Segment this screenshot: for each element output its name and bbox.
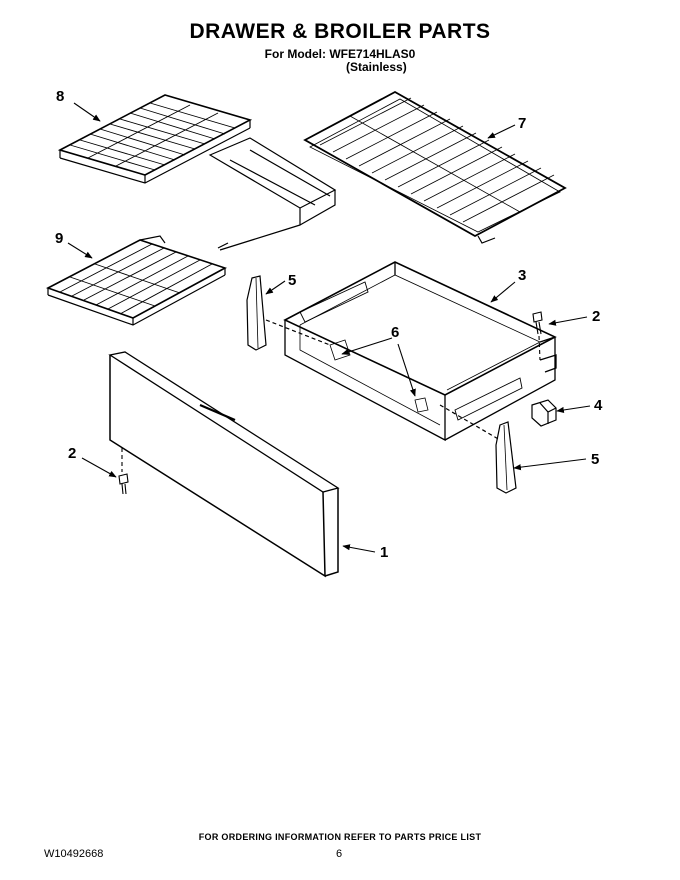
finish-line: (Stainless) [346, 60, 407, 74]
callout-2-left: 2 [68, 445, 76, 462]
callout-numbers: 8 7 9 5 3 2 6 4 2 5 1 [55, 88, 603, 561]
callout-5-left: 5 [288, 272, 296, 289]
callout-2-right: 2 [592, 308, 600, 325]
part-2-screw-panel [118, 448, 129, 495]
part-5-glide-left [246, 275, 331, 351]
callout-9: 9 [55, 230, 63, 247]
page-title: DRAWER & BROILER PARTS [189, 20, 491, 43]
part-1-drawer-front-panel [108, 351, 340, 578]
page-number: 6 [336, 848, 343, 860]
model-line: For Model: WFE714HLAS0 [264, 47, 416, 61]
callout-8: 8 [56, 88, 64, 105]
callout-4: 4 [594, 397, 603, 414]
ordering-note: FOR ORDERING INFORMATION REFER TO PARTS … [198, 832, 482, 842]
part-5-glide-right [439, 404, 517, 494]
callout-5-right: 5 [591, 451, 599, 468]
callout-1: 1 [380, 544, 388, 561]
part-9-broiler-pan-rack [45, 235, 228, 326]
part-3-drawer-body [283, 261, 557, 442]
part-8-broiler-rack [57, 94, 337, 251]
part-4-clip [531, 399, 557, 427]
callout-7: 7 [518, 115, 526, 132]
part-2-screw-drawer [532, 311, 543, 361]
document-number: W10492668 [44, 848, 104, 860]
callout-3: 3 [518, 267, 526, 284]
callout-6: 6 [391, 324, 399, 341]
part-7-oven-rack [303, 90, 567, 244]
callout-leaders [67, 102, 591, 553]
